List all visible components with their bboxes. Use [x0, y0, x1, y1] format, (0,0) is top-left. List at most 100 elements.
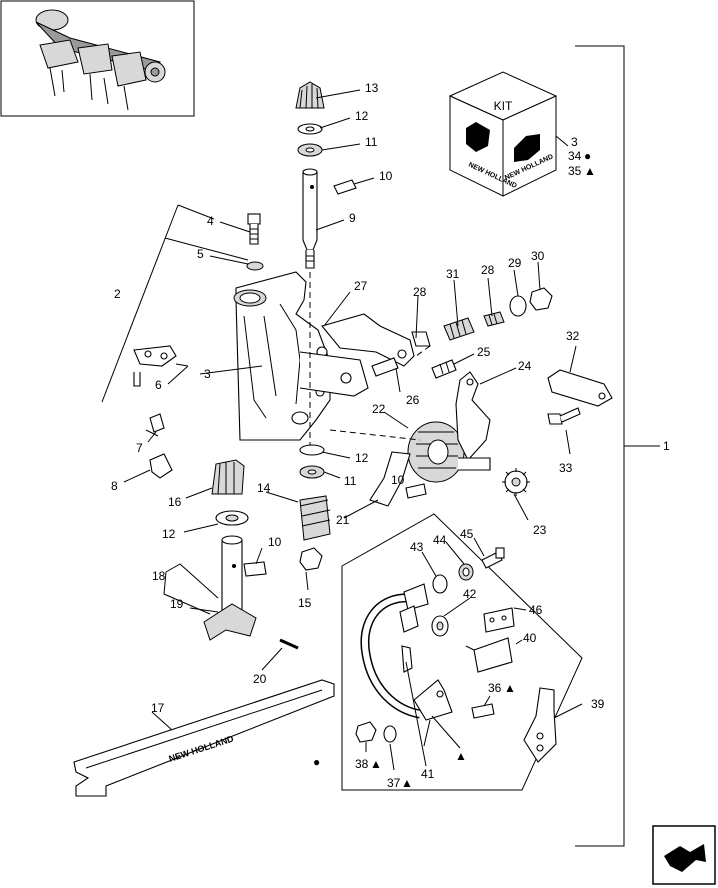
circle-symbol: ●	[584, 149, 591, 163]
part-label: 39	[591, 697, 605, 711]
part-label: 7	[136, 441, 143, 455]
part-label: 3	[204, 367, 211, 381]
part-label: 34	[568, 149, 582, 163]
nut-30	[529, 287, 553, 311]
part-label: 20	[253, 672, 267, 686]
bracket-40	[465, 637, 513, 673]
part-label: 46	[529, 603, 543, 617]
part-label: 1	[663, 439, 670, 453]
pin-10-mid	[405, 483, 427, 499]
shaft-9	[302, 168, 318, 269]
pin-26	[371, 357, 399, 377]
thumbnail-inset	[0, 0, 195, 117]
part-label: 11	[365, 135, 378, 149]
nut-38	[355, 721, 377, 743]
pin-20	[279, 638, 299, 650]
triangle-symbol: ▲	[370, 757, 382, 771]
part-label: 15	[298, 596, 312, 610]
part-label: 4	[207, 214, 214, 228]
plate-6	[133, 345, 177, 387]
part-label: 24	[518, 359, 532, 373]
nut-15	[299, 547, 323, 571]
part-label: 41	[421, 767, 435, 781]
part-label: 10	[268, 535, 282, 549]
spring-28	[483, 311, 505, 327]
part-label: 12	[162, 527, 176, 541]
part-label: 6	[155, 378, 162, 392]
bracket-39	[523, 687, 557, 763]
part-label: 40	[523, 631, 537, 645]
part-label: 33	[559, 461, 573, 475]
part-label: 9	[349, 211, 356, 225]
part-label: 12	[355, 451, 369, 465]
plate-46	[483, 607, 515, 633]
plate-24	[455, 371, 491, 461]
bolt-36	[471, 703, 495, 719]
part-label: 23	[533, 523, 547, 537]
fitting-7	[145, 413, 165, 437]
kit-title: KIT	[494, 99, 513, 113]
part-label: 45	[460, 527, 474, 541]
pin-10-top	[333, 179, 357, 195]
gear-23	[502, 468, 530, 496]
bolt-25	[431, 359, 457, 379]
triangle-symbol: ▲	[401, 776, 413, 790]
triangle-symbol: ▲	[584, 164, 596, 178]
part-label: 8	[111, 479, 118, 493]
part-label: 44	[433, 533, 447, 547]
part-label: 2	[114, 287, 121, 301]
part-label: 10	[391, 473, 405, 487]
part-label: 27	[354, 279, 368, 293]
part-label: 28	[481, 263, 495, 277]
shaft-18	[203, 535, 257, 641]
part-label: 13	[365, 81, 379, 95]
shaft-stub	[458, 457, 491, 471]
bolt-33	[547, 407, 581, 425]
part-number-labels: 13 12 11 10 9 4 5 2 27 28 31 28 29 30 3 …	[111, 81, 670, 790]
block-28	[411, 331, 431, 347]
part-label: 12	[355, 109, 369, 123]
hose-assembly-41	[360, 583, 453, 721]
cam-22	[407, 421, 465, 483]
triangle-symbol: ▲	[504, 681, 516, 695]
kit-box-icon: KIT NEW HOLLAND NEW HOLLAND	[448, 71, 558, 197]
part-label: 43	[410, 540, 424, 554]
part-label: 17	[151, 701, 165, 715]
bolt-45	[481, 547, 505, 569]
triangle-symbol: ▲	[455, 749, 467, 763]
part-label: 11	[344, 474, 357, 488]
link-21	[369, 451, 411, 507]
part-label: 19	[170, 597, 184, 611]
part-label: 42	[463, 587, 477, 601]
washer-37	[383, 725, 397, 743]
part-label: 10	[379, 169, 393, 183]
part-label: 5	[197, 247, 204, 261]
main-housing	[233, 271, 369, 441]
washer-12-mid	[299, 444, 325, 456]
worm-gear-14	[299, 495, 331, 541]
part-label: 31	[446, 267, 460, 281]
part-label: 30	[531, 249, 545, 263]
next-page-arrow-icon[interactable]	[652, 825, 716, 885]
washer-43	[432, 574, 448, 594]
leader-lines	[123, 89, 583, 771]
lever-27	[321, 313, 415, 367]
gear-16	[211, 459, 245, 495]
washer-5	[246, 261, 264, 271]
washer-29	[509, 295, 527, 317]
part-label: 26	[406, 393, 420, 407]
part-label: 38	[355, 757, 369, 771]
part-label: 35	[568, 164, 582, 178]
pin-10-low	[243, 561, 267, 577]
pinion-gear-13	[295, 81, 325, 109]
spring-31	[443, 317, 475, 341]
part-label: 18	[152, 569, 166, 583]
part-label: 14	[257, 481, 271, 495]
thumbnail-assembly-image	[35, 9, 166, 111]
bolt-4	[247, 213, 261, 245]
part-label: 37	[387, 776, 401, 790]
circle-symbol: ●	[313, 755, 320, 769]
part-label: 32	[566, 329, 580, 343]
bracket-32	[547, 369, 613, 407]
